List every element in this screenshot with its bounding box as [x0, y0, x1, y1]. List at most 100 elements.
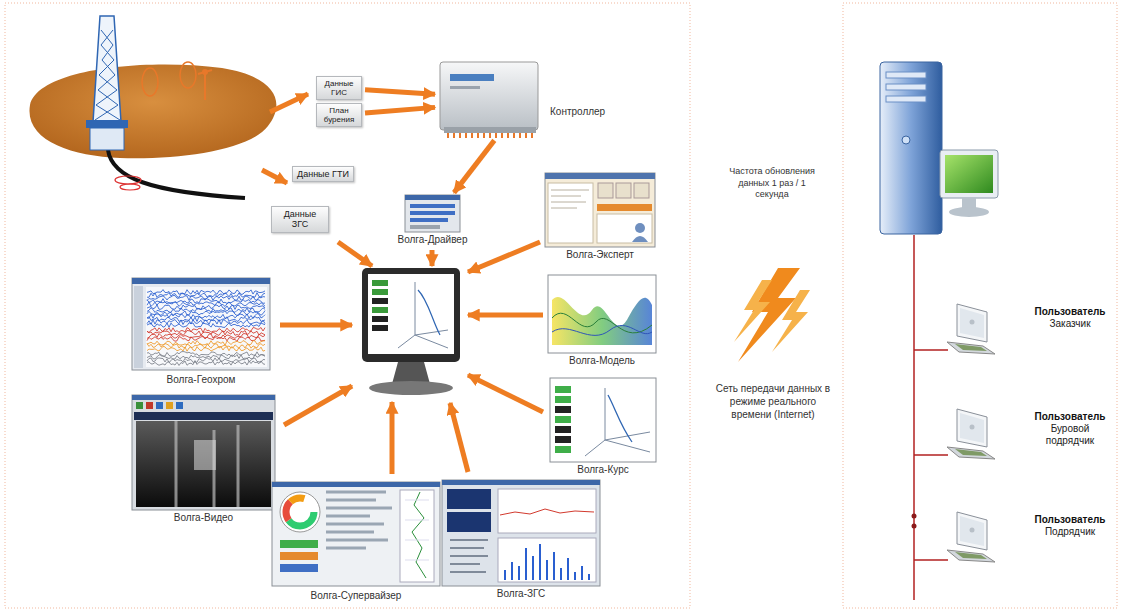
node-label: Волга-Курс — [550, 464, 656, 476]
flow-arrow — [262, 170, 287, 183]
screenshot-kurs — [555, 396, 571, 403]
oil-field — [115, 176, 141, 184]
screenshot-driver — [405, 195, 460, 232]
controller-device — [440, 62, 538, 130]
screenshot-driver — [405, 195, 460, 200]
server-computer — [886, 96, 926, 102]
flow-arrow — [468, 242, 540, 272]
controller-device — [450, 74, 494, 81]
log-traces — [147, 361, 265, 366]
screenshot-zgs — [498, 489, 596, 533]
flow-arrow — [284, 386, 352, 425]
screenshot-geochrom — [132, 278, 270, 370]
user-role-name: Буровой подрядчик — [1030, 423, 1110, 447]
screenshot-supervisor — [280, 552, 318, 560]
data-box: План бурения — [316, 103, 362, 127]
screenshot-zgs — [450, 540, 488, 572]
user-role-heading: Пользователь — [1030, 306, 1110, 318]
screenshot-video — [176, 402, 183, 409]
central-monitor — [398, 282, 448, 348]
server-computer — [902, 136, 910, 144]
panel-frame — [5, 3, 1117, 608]
screenshot-expert — [545, 173, 655, 179]
screenshot-video — [194, 440, 216, 470]
node-label: Волга-Геохром — [132, 374, 270, 386]
software-screenshot: Волга-Курс — [550, 378, 656, 476]
node-label: Данные ГИС — [320, 79, 358, 97]
log-traces — [147, 337, 265, 342]
oil-field — [29, 62, 276, 198]
laptop-spacer — [945, 407, 1030, 447]
server-computer — [880, 62, 942, 234]
controller-device — [440, 62, 538, 138]
data-box: Данные ГИС — [316, 76, 362, 100]
central-monitor — [368, 274, 454, 354]
data-flow-arrow — [454, 140, 494, 192]
oil-field — [198, 70, 212, 100]
flow-arrow — [262, 94, 543, 474]
central-monitor — [362, 268, 460, 362]
data-box: Данные ГТИ — [292, 166, 354, 182]
flow-arrow — [430, 250, 435, 266]
screenshot-zgs — [442, 480, 600, 485]
screenshot-kurs — [555, 406, 571, 413]
network-note: Частота обновления данных 1 раз / 1 секу… — [727, 166, 817, 201]
controller-node: Контроллер — [438, 62, 613, 138]
central-monitor — [372, 316, 388, 322]
log-traces — [147, 323, 265, 328]
software-screenshot: Волга-ЗГС — [442, 480, 600, 600]
screenshot-expert — [616, 183, 631, 198]
screenshot-video — [146, 402, 153, 409]
central-monitor — [372, 298, 388, 304]
screenshot-zgs — [498, 538, 596, 582]
log-traces — [147, 296, 265, 301]
central-monitor — [372, 289, 388, 295]
screenshot-expert — [598, 183, 613, 198]
server-computer — [880, 62, 998, 234]
screenshot-video — [132, 395, 275, 510]
central-monitor — [372, 280, 388, 286]
flow-arrow — [390, 402, 395, 474]
screenshot-expert — [632, 236, 648, 242]
screenshot-expert — [635, 223, 645, 233]
network-wire — [912, 235, 949, 600]
screenshot-model — [548, 275, 656, 353]
oil-field — [120, 184, 140, 190]
laptop-spacer — [945, 302, 1030, 330]
screenshot-geochrom — [134, 286, 143, 368]
screenshot-supervisor — [326, 492, 392, 548]
screenshot-supervisor — [272, 482, 440, 586]
flow-arrow — [280, 323, 352, 328]
user-laptop: ПользовательЗаказчик — [945, 302, 1110, 330]
screenshot-expert — [548, 183, 593, 243]
screenshot-kurs — [608, 395, 632, 442]
node-label: Волга-Эксперт — [545, 249, 655, 261]
log-traces — [147, 290, 265, 295]
screenshot-video — [136, 402, 143, 409]
screenshot-supervisor — [272, 482, 440, 487]
oil-field — [202, 69, 208, 75]
log-traces — [147, 352, 265, 357]
controller-device — [444, 127, 536, 133]
log-traces — [147, 290, 265, 366]
laptop-icon — [947, 304, 995, 562]
screenshot-model — [552, 313, 652, 333]
log-traces — [147, 347, 265, 352]
screenshot-driver — [410, 204, 455, 208]
screenshot-driver — [410, 211, 455, 215]
panel-frame — [843, 3, 1117, 608]
flow-arrow — [338, 242, 372, 266]
screenshot-supervisor — [405, 500, 429, 560]
screenshot-video — [132, 395, 275, 510]
flow-arrow — [468, 375, 543, 412]
screenshot-video — [136, 421, 271, 507]
screenshot-supervisor — [412, 492, 426, 578]
lightning-symbol — [734, 268, 810, 362]
drilling-rig — [93, 16, 121, 122]
node-label: Волга-Драйвер — [390, 234, 475, 246]
central-monitor — [362, 268, 460, 395]
network-note: Сеть передачи данных в режиме реального … — [712, 382, 834, 421]
screenshot-supervisor — [280, 540, 318, 548]
